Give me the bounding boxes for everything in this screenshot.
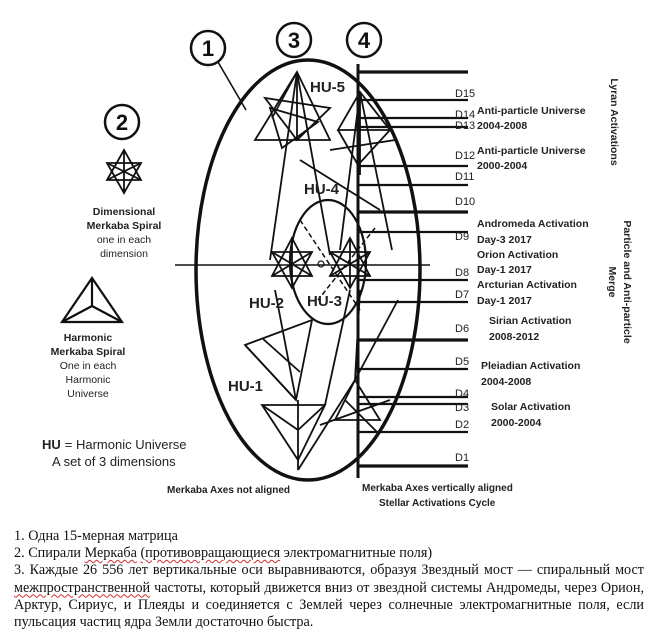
svg-text:D10: D10 xyxy=(455,196,475,208)
captions: 1. Одна 15-мерная матрица 2. Спирали Мер… xyxy=(14,528,644,631)
hu4-label: HU-4 xyxy=(304,181,340,198)
hu-set-label: A set of 3 dimensions xyxy=(52,454,176,469)
svg-text:D7: D7 xyxy=(455,289,469,301)
svg-text:2008-2012: 2008-2012 xyxy=(489,331,539,343)
hu5-label: HU-5 xyxy=(310,79,345,96)
caption-2-word-merkaba: Меркаба xyxy=(84,545,137,562)
hu-key: HU= Harmonic Universe xyxy=(42,437,187,452)
stellar-activation-diagram: 1 2 3 4 HU-5 HU-4 HU-3 HU-2 HU-1 D15 D14… xyxy=(42,21,633,509)
marker-3: 3 xyxy=(275,21,313,59)
svg-text:2000-2004: 2000-2004 xyxy=(491,417,541,429)
svg-text:4: 4 xyxy=(358,28,371,53)
svg-text:D8: D8 xyxy=(455,267,469,279)
svg-text:Day-1 2017: Day-1 2017 xyxy=(477,295,532,307)
axes-aligned-label: Merkaba Axes vertically aligned xyxy=(362,483,513,494)
svg-text:D3: D3 xyxy=(455,402,469,414)
matrix-oval xyxy=(194,58,422,482)
merkaba-geometry xyxy=(243,70,399,471)
centre-circle xyxy=(317,260,325,268)
dimensional-label-4: dimension xyxy=(100,248,148,260)
svg-text:D4: D4 xyxy=(455,388,469,400)
harmonic-label-1: Harmonic xyxy=(64,332,113,344)
dimensional-label-2: Merkaba Spiral xyxy=(87,220,162,232)
svg-text:Andromeda Activation: Andromeda Activation xyxy=(477,218,589,230)
caption-1: 1. Одна 15-мерная матрица xyxy=(14,528,178,544)
harmonic-label-2: Merkaba Spiral xyxy=(51,346,126,358)
svg-text:Anti-particle Universe: Anti-particle Universe xyxy=(477,105,586,117)
svg-text:D9: D9 xyxy=(455,231,469,243)
dimensional-merkaba-icon xyxy=(105,148,143,195)
marker-1: 1 xyxy=(189,29,227,67)
marker-4: 4 xyxy=(345,21,383,59)
svg-text:D5: D5 xyxy=(455,356,469,368)
svg-text:Anti-particle Universe: Anti-particle Universe xyxy=(477,145,586,157)
caption-3: 3. Каждые 26 556 лет вертикальные оси вы… xyxy=(14,562,644,631)
harmonic-merkaba-icon xyxy=(59,276,125,324)
harmonic-label-5: Universe xyxy=(67,388,109,400)
hu3-label: HU-3 xyxy=(307,293,342,310)
dashed-axes xyxy=(299,219,376,311)
svg-text:3: 3 xyxy=(288,28,300,53)
dimension-bars xyxy=(358,70,468,468)
svg-text:Orion Activation: Orion Activation xyxy=(477,249,558,261)
svg-text:1: 1 xyxy=(202,36,214,61)
svg-text:Solar Activation: Solar Activation xyxy=(491,401,571,413)
merge-label-line1: Particle and Anti-particle xyxy=(621,220,633,343)
svg-text:D2: D2 xyxy=(455,419,469,431)
svg-text:D15: D15 xyxy=(455,88,475,100)
svg-text:D11: D11 xyxy=(455,171,474,183)
marker-1-pointer xyxy=(217,61,247,111)
svg-text:Day-3 2017: Day-3 2017 xyxy=(477,234,532,246)
hu2-label: HU-2 xyxy=(249,295,284,312)
caption-2-word-counter: (противовращающиеся xyxy=(140,545,281,562)
dimensional-label-1: Dimensional xyxy=(93,206,156,218)
svg-text:Arcturian Activation: Arcturian Activation xyxy=(477,279,577,291)
svg-text:Sirian Activation: Sirian Activation xyxy=(489,315,571,327)
harmonic-label-3: One in each xyxy=(60,360,117,372)
svg-text:2000-2004: 2000-2004 xyxy=(477,160,527,172)
lyran-activations-label: Lyran Activations xyxy=(608,78,620,165)
svg-text:Day-1 2017: Day-1 2017 xyxy=(477,264,532,276)
hu1-label: HU-1 xyxy=(228,378,263,395)
svg-text:D12: D12 xyxy=(455,150,475,162)
merge-label-line2: Merge xyxy=(606,267,618,298)
marker-2: 2 xyxy=(103,103,141,141)
svg-text:D13: D13 xyxy=(455,120,475,132)
svg-text:2004-2008: 2004-2008 xyxy=(481,376,531,388)
dimension-labels: D15 D14 D13 D12 D11 D10 D9 D8 D7 D6 D5 D… xyxy=(455,88,475,464)
stellar-cycle-label: Stellar Activations Cycle xyxy=(379,498,496,509)
axes-not-aligned-label: Merkaba Axes not aligned xyxy=(167,485,290,496)
svg-text:Pleiadian Activation: Pleiadian Activation xyxy=(481,360,580,372)
activation-labels: Anti-particle Universe 2004-2008 Anti-pa… xyxy=(477,105,589,429)
svg-text:2: 2 xyxy=(116,110,128,135)
svg-text:D14: D14 xyxy=(455,109,475,121)
svg-text:2004-2008: 2004-2008 xyxy=(477,120,527,132)
caption-3-word: межпространственной xyxy=(14,579,151,596)
dimensional-label-3: one in each xyxy=(97,234,151,246)
svg-text:D1: D1 xyxy=(455,452,469,464)
caption-2: 2. Спирали Меркаба (противовращающиеся э… xyxy=(14,545,433,562)
svg-text:D6: D6 xyxy=(455,323,469,335)
harmonic-label-4: Harmonic xyxy=(66,374,111,386)
